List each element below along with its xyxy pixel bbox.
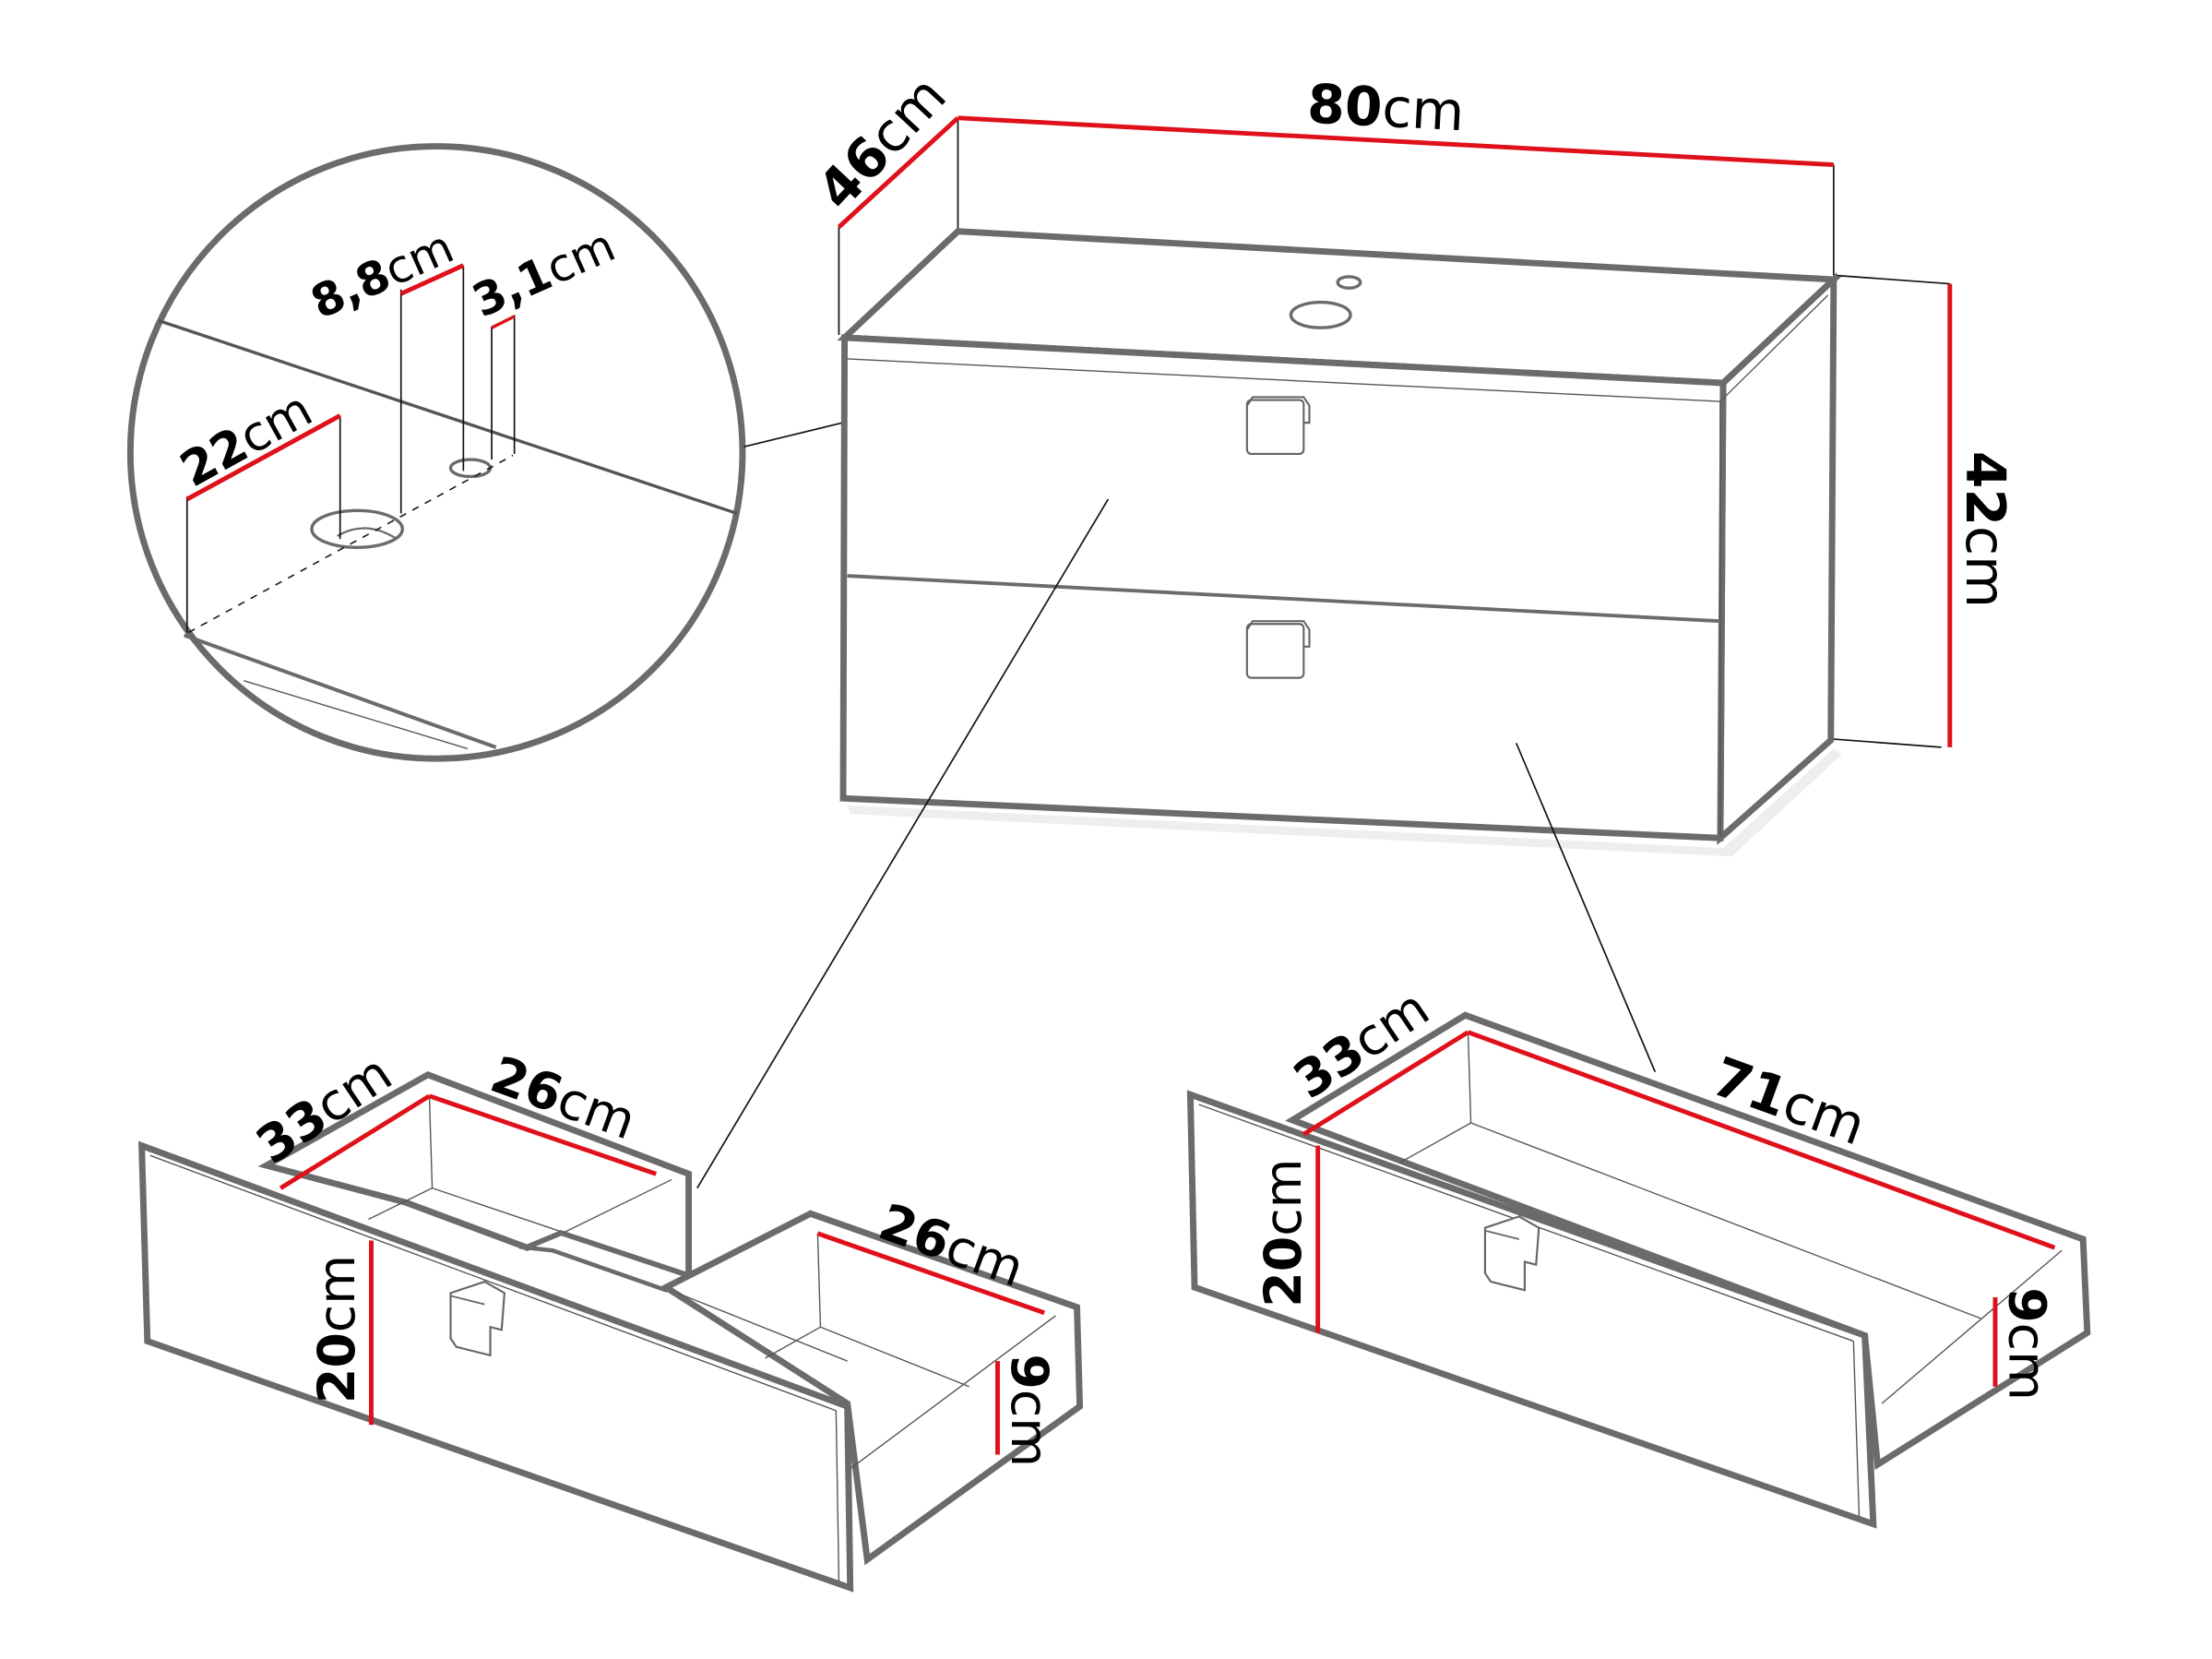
dim-line-top-drawer-left-width (428, 1093, 658, 1176)
dim-line-22cm (185, 413, 341, 502)
top-drawer-open-handle-icon (449, 1280, 506, 1357)
bottom-drawer: 33cm 71cm 20cm 9cm (1186, 979, 2091, 1529)
leader-line-bottom-drawer (1515, 742, 1657, 1073)
leader-line-top-drawer (696, 498, 1110, 1189)
dim-line-bottom-drawer-width (1467, 1030, 2056, 1250)
inner-edge (820, 1326, 970, 1388)
dim-line-depth (837, 116, 960, 229)
dashed-reference-line (187, 454, 514, 634)
label-bottom-drawer-side-height: 9cm (1996, 1287, 2055, 1401)
inner-edge (677, 1292, 848, 1362)
drawer-divider (847, 574, 1721, 624)
front-top-bevel (149, 1154, 837, 1412)
top-drawer-front (138, 1140, 854, 1593)
top-drawer: 33cm 26cm 26cm 20cm 9cm (138, 1044, 1084, 1593)
small-hole-icon (448, 458, 493, 479)
label-cabinet-height: 42cm (1954, 451, 2016, 608)
dim-line-3-1cm (491, 315, 516, 329)
label-bottom-drawer-front-height: 20cm (1255, 1158, 1314, 1307)
cabinet-shadow (847, 748, 1843, 857)
bottom-drawer-handle-icon (1245, 620, 1311, 679)
label-cabinet-depth: 46cm (805, 64, 958, 221)
countertop-side-edge (1719, 294, 1829, 402)
detail-top-edge (158, 318, 738, 516)
dim-line-8-8cm (399, 263, 465, 296)
inner-edge (1881, 1249, 2063, 1404)
dim-line-bottom-drawer-depth (1302, 1030, 1469, 1137)
label-top-drawer-side-height: 9cm (999, 1354, 1058, 1467)
dim-line-top-drawer-right-width (816, 1231, 1045, 1316)
bottom-drawer-front (1186, 1090, 1877, 1529)
drain-hole-icon (1289, 300, 1352, 329)
cabinet-front (839, 334, 1727, 841)
inner-edge (850, 1315, 1056, 1470)
inner-edge (1399, 1122, 1471, 1164)
tap-hole-icon (1336, 275, 1362, 290)
dim-line-top-drawer-depth (279, 1093, 431, 1190)
ext-line (1829, 737, 1942, 748)
inner-edge (765, 1326, 821, 1359)
detail-circle: 22cm 8,8cm 3,1cm (126, 143, 746, 762)
bottom-drawer-open-handle-icon (1483, 1215, 1540, 1292)
cabinet: 80cm 46cm 42cm (805, 64, 2016, 857)
large-hole-inner (337, 527, 398, 541)
inner-edge (368, 1188, 433, 1221)
detail-front-edge-inner (244, 680, 469, 750)
label-top-drawer-front-height: 20cm (308, 1255, 367, 1403)
front-right-bevel (1852, 1341, 1861, 1518)
detail-circle-border (126, 143, 746, 762)
top-drawer-handle-icon (1245, 396, 1311, 455)
countertop-front-edge (847, 358, 1720, 402)
inner-edge (428, 1095, 434, 1188)
detail-front-edge (184, 633, 497, 749)
ext-line (1833, 274, 1950, 285)
front-right-bevel (835, 1410, 840, 1581)
dim-line-width (957, 115, 1834, 167)
inner-edge (816, 1233, 822, 1328)
label-cabinet-width: 80cm (1306, 73, 1466, 144)
inner-edge (1467, 1032, 1472, 1124)
inner-edge (1470, 1122, 1981, 1319)
